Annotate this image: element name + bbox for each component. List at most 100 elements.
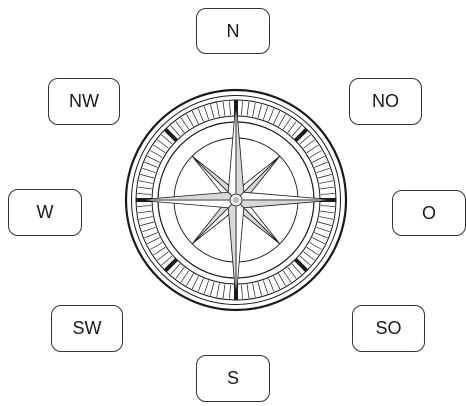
- compass-star-point: [236, 192, 336, 200]
- compass-tick: [279, 114, 286, 126]
- compass-tick: [320, 187, 334, 189]
- compass-tick: [150, 243, 162, 250]
- compass-tick: [137, 206, 151, 207]
- compass-tick: [217, 103, 220, 117]
- compass-tick: [247, 284, 249, 298]
- compass-tick: [198, 109, 203, 122]
- compass-star-point: [236, 200, 244, 300]
- compass-tick: [192, 276, 198, 289]
- compass-tick: [283, 118, 291, 130]
- compass-tick: [321, 194, 335, 195]
- direction-button-nw[interactable]: NW: [48, 78, 120, 125]
- compass-tick: [187, 114, 194, 126]
- compass-tick: [318, 174, 332, 178]
- compass-tick: [142, 227, 155, 232]
- direction-button-n[interactable]: N: [196, 8, 270, 54]
- compass-tick: [315, 162, 328, 167]
- compass-tick: [154, 145, 166, 153]
- compass-tick: [210, 282, 214, 296]
- compass-tick: [181, 118, 189, 130]
- compass-tick: [187, 274, 194, 286]
- compass-tick: [283, 271, 291, 283]
- compass-tick: [320, 211, 334, 213]
- compass-tick: [230, 101, 231, 115]
- compass-tick: [198, 279, 203, 292]
- compass-tick: [307, 145, 319, 153]
- compass-star-point: [136, 200, 236, 208]
- direction-button-no[interactable]: NO: [349, 78, 422, 125]
- compass-tick: [318, 222, 332, 226]
- compass-star-point: [236, 200, 336, 208]
- direction-button-s[interactable]: S: [196, 355, 270, 402]
- compass-tick: [310, 151, 322, 158]
- compass-tick: [310, 243, 322, 250]
- compass-star-point: [228, 100, 236, 200]
- compass-tick: [217, 283, 220, 297]
- compass-tick: [138, 211, 152, 213]
- compass-tick: [247, 102, 249, 116]
- compass-tick: [142, 168, 155, 173]
- compass-tick: [274, 111, 280, 124]
- compass-hub-core: [233, 197, 239, 203]
- compass-tick: [303, 252, 314, 261]
- compass-tick: [157, 140, 168, 149]
- compass-tick: [253, 103, 256, 117]
- compass-tick: [258, 282, 262, 296]
- compass-tick: [154, 247, 166, 255]
- compass-tick: [204, 106, 209, 119]
- compass-tick: [176, 267, 185, 278]
- compass-tick: [316, 227, 329, 232]
- compass-tick: [242, 101, 243, 115]
- compass-tick: [145, 233, 158, 238]
- direction-button-sw[interactable]: SW: [51, 305, 123, 352]
- compass-tick: [288, 267, 297, 278]
- compass-tick: [210, 104, 214, 118]
- compass-star-point: [236, 100, 244, 200]
- compass-tick: [274, 276, 280, 289]
- compass-tick: [157, 252, 168, 261]
- direction-button-so[interactable]: SO: [352, 305, 425, 352]
- compass-tick: [181, 271, 189, 283]
- compass-tick: [319, 217, 333, 220]
- compass-marker: [165, 259, 176, 270]
- compass-tick: [279, 274, 286, 286]
- compass-rose-icon: [124, 88, 348, 312]
- compass-tick: [263, 280, 268, 293]
- compass-tick: [204, 280, 209, 293]
- compass-tick: [263, 106, 268, 119]
- compass-tick: [147, 238, 160, 244]
- compass-tick: [147, 156, 160, 162]
- compass-tick: [140, 222, 154, 226]
- compass-tick: [315, 233, 328, 238]
- compass-tick: [321, 206, 335, 207]
- compass-tick: [312, 238, 325, 244]
- compass-tick: [258, 104, 262, 118]
- compass-tick: [307, 247, 319, 255]
- compass-tick: [139, 181, 153, 184]
- compass-tick: [253, 283, 256, 297]
- compass-marker: [295, 259, 306, 270]
- compass-tick: [269, 109, 274, 122]
- compass-tick: [137, 194, 151, 195]
- compass-tick: [223, 284, 225, 298]
- compass-tick: [138, 187, 152, 189]
- compass-marker: [295, 129, 306, 140]
- compass-tick: [269, 279, 274, 292]
- compass-tick: [140, 174, 154, 178]
- compass-tick: [192, 111, 198, 124]
- compass-tick: [242, 285, 243, 299]
- compass-tick: [230, 285, 231, 299]
- compass-tick: [176, 121, 185, 132]
- compass-marker: [165, 129, 176, 140]
- compass-tick: [288, 121, 297, 132]
- compass-tick: [319, 181, 333, 184]
- compass-tick: [303, 140, 314, 149]
- compass-tick: [139, 217, 153, 220]
- direction-button-w[interactable]: W: [8, 189, 82, 236]
- compass-tick: [316, 168, 329, 173]
- compass-tick: [150, 151, 162, 158]
- direction-button-o[interactable]: O: [392, 190, 466, 236]
- compass-tick: [223, 102, 225, 116]
- compass-star-point: [228, 200, 236, 300]
- compass-star-point: [136, 192, 236, 200]
